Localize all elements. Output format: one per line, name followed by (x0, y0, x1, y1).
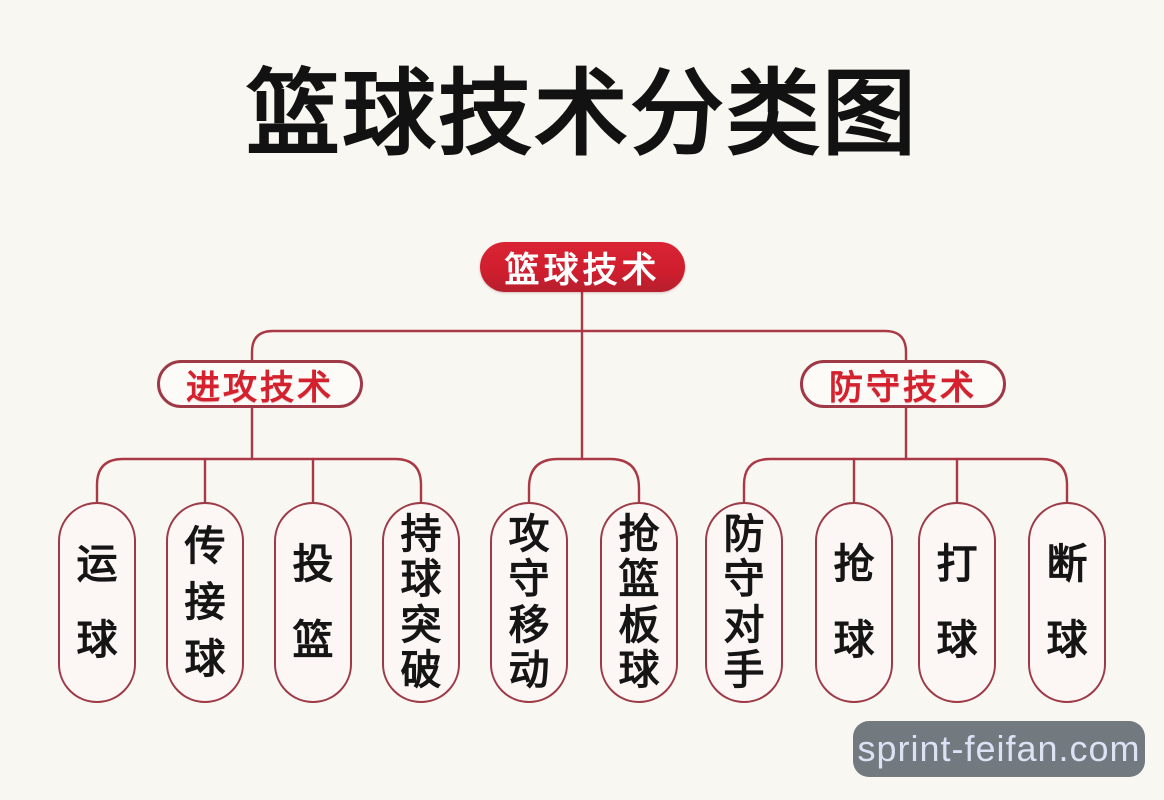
connector-defense-bus (742, 457, 1069, 504)
leaf-node-offense-1: 运球 (58, 502, 136, 703)
leaf-node-defense-4: 断球 (1028, 502, 1106, 703)
connector-center-bus (527, 457, 641, 504)
watermark: sprint-feifan.com (853, 721, 1145, 777)
leaf-node-defense-2: 抢球 (815, 502, 893, 703)
leaf-node-offense-2: 传接球 (166, 502, 244, 703)
leaf-node-center-2: 抢篮板球 (600, 502, 678, 703)
connector-offense-bus (95, 457, 423, 504)
leaf-node-offense-4: 持球突破 (382, 502, 460, 703)
branch-node-defense: 防守技术 (800, 360, 1006, 408)
branch-node-offense: 进攻技术 (157, 360, 363, 408)
leaf-node-center-1: 攻守移动 (490, 502, 568, 703)
leaf-node-defense-1: 防守对手 (705, 502, 783, 703)
connector-main-bus (250, 329, 908, 363)
leaf-node-defense-3: 打球 (918, 502, 996, 703)
leaf-node-offense-3: 投篮 (274, 502, 352, 703)
page-title: 篮球技术分类图 (245, 61, 918, 166)
root-node: 篮球技术 (480, 242, 685, 292)
